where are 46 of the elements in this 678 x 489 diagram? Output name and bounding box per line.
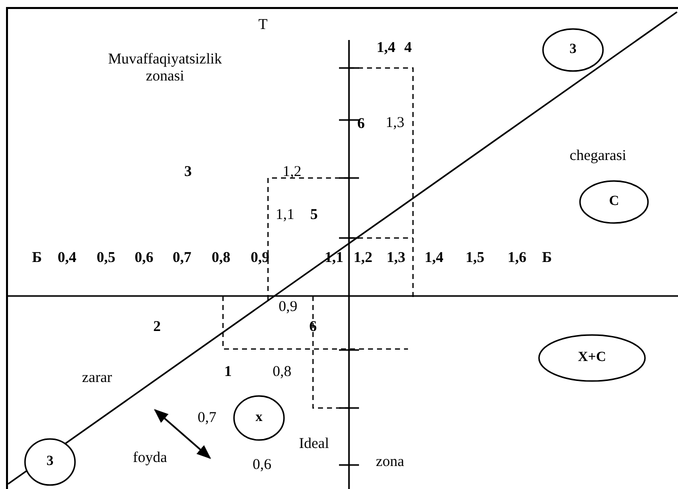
oval-marker [542,28,604,72]
scale-value: 0,6 [252,456,272,474]
zone-label: chegarasi [570,148,626,164]
zone-label: zona [376,454,404,470]
curve-number: 2 [153,318,161,336]
scale-value: 1,5 [466,250,484,266]
scale-value: 0,9 [278,298,298,316]
scale-value: 1,3 [386,250,406,266]
scale-value: 1,4 [424,250,444,266]
scale-value: 1,4 [376,40,396,56]
curve-number: 4 [404,40,412,56]
scale-value: 1,2 [354,250,372,266]
curve-number: 6 [309,318,317,336]
zone-label: Muvaffaqiyatsizlik zonasi [107,52,223,84]
scale-value: 1,1 [276,206,294,224]
curve-number: 1 [224,364,232,380]
oval-label: x [256,410,262,426]
axis-title: Б [32,250,42,266]
scale-value: 0,5 [96,250,116,266]
oval-marker [233,395,285,441]
oval-label: 3 [46,454,54,470]
zone-label: Ideal [299,436,329,452]
oval-label: 3 [570,42,576,58]
zone-label: zarar [82,370,112,386]
oval-label: C [608,194,620,210]
oval-marker [24,438,76,486]
curve-number: 5 [310,206,318,224]
oval-label: X+C [578,350,606,366]
scale-value: 1,6 [508,250,526,266]
curve-number: 3 [184,164,192,180]
scale-value: 0,9 [250,250,270,266]
axis-title: T [258,16,268,34]
curve-number: 6 [357,116,365,132]
axis-title: Б [542,250,552,266]
scale-value: 0,8 [212,250,230,266]
oval-marker [538,334,646,382]
scale-value: 1,2 [282,164,302,180]
scale-value: 1,3 [386,114,404,132]
scale-value: 1,1 [324,250,344,266]
scale-value: 0,4 [58,250,76,266]
scale-value: 0,6 [134,250,154,266]
scale-value: 0,8 [272,364,292,380]
scale-value: 0,7 [198,410,216,426]
scale-value: 0,7 [172,250,192,266]
zone-label: foyda [132,450,168,466]
oval-marker [579,180,649,224]
